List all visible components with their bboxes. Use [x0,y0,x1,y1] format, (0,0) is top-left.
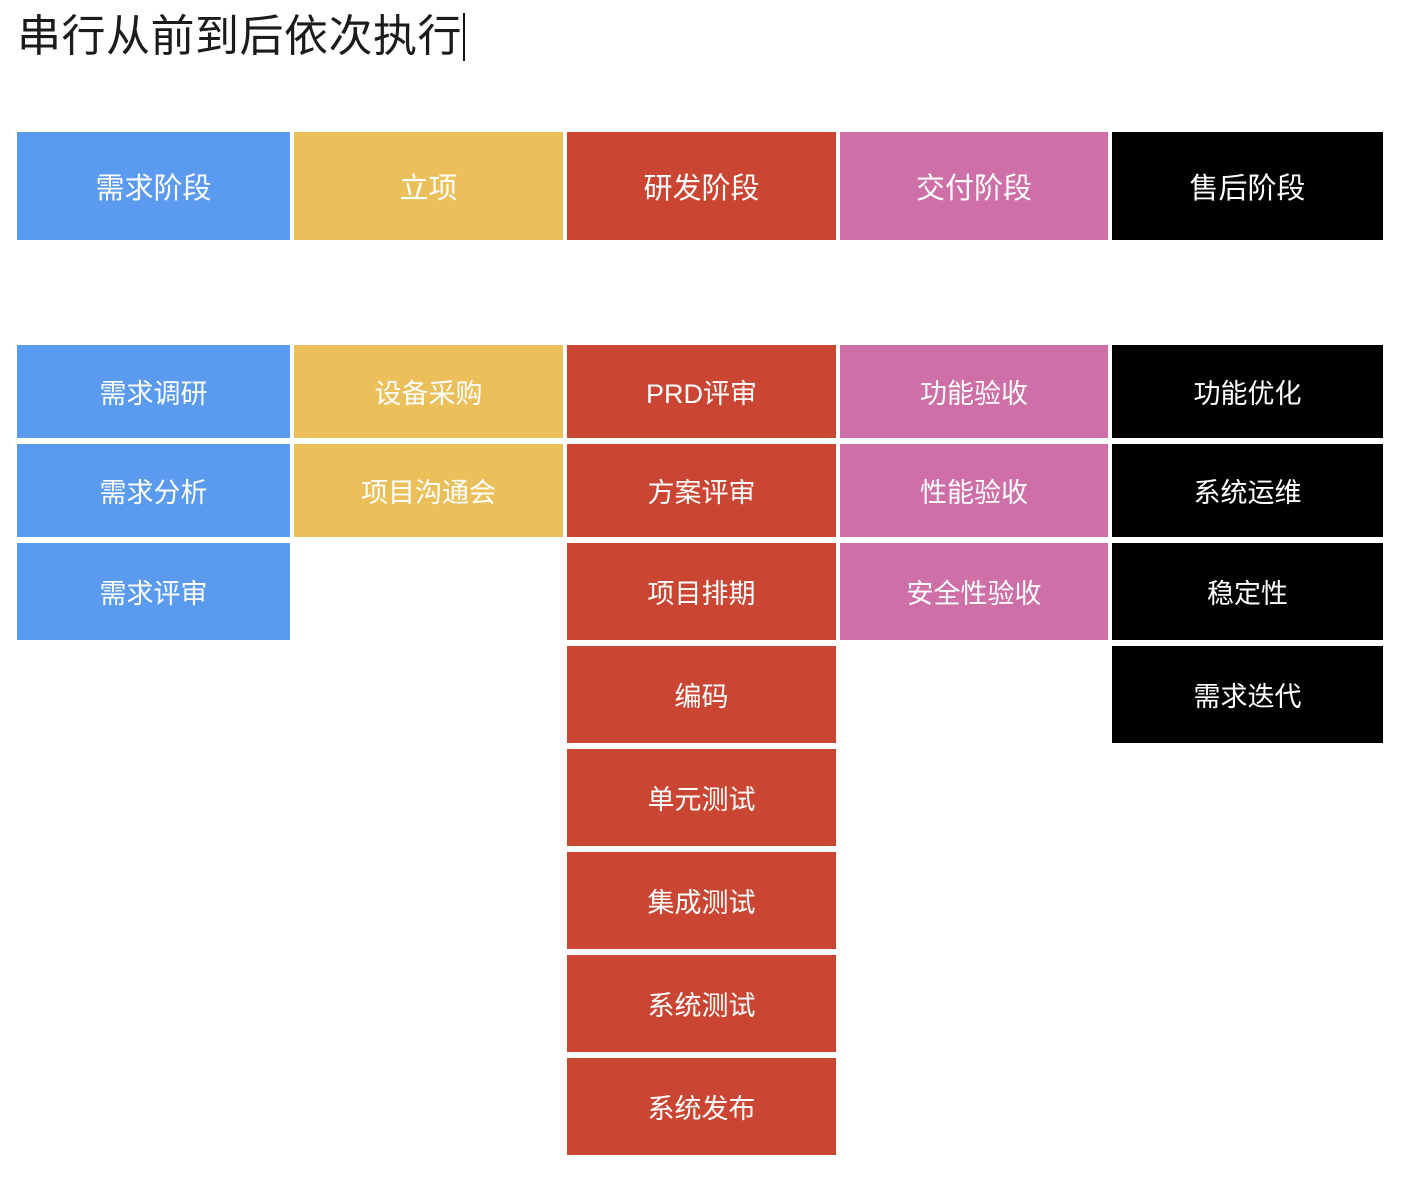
phase-column-development: 研发阶段 PRD评审 方案评审 项目排期 编码 单元测试 集成测试 系统测试 系… [567,132,836,1161]
phase-column-after-sales: 售后阶段 功能优化 系统运维 稳定性 需求迭代 [1112,132,1383,749]
phase-column-requirements: 需求阶段 需求调研 需求分析 需求评审 [17,132,290,646]
phase-header-requirements[interactable]: 需求阶段 [17,132,290,240]
page-title[interactable]: 串行从前到后依次执行 [17,12,462,61]
phase-item[interactable]: 需求迭代 [1112,646,1383,743]
phase-item[interactable]: PRD评审 [567,345,836,438]
phase-column-initiation: 立项 设备采购 项目沟通会 [294,132,563,543]
phase-board: 需求阶段 需求调研 需求分析 需求评审 立项 设备采购 项目沟通会 研发阶段 P… [17,132,1383,1182]
text-cursor-caret [463,13,465,61]
phase-item[interactable]: 稳定性 [1112,543,1383,640]
phase-item[interactable]: 系统测试 [567,955,836,1052]
phase-header-initiation[interactable]: 立项 [294,132,563,240]
phase-header-delivery[interactable]: 交付阶段 [840,132,1108,240]
phase-columns: 需求阶段 需求调研 需求分析 需求评审 立项 设备采购 项目沟通会 研发阶段 P… [17,132,1383,1161]
phase-item[interactable]: 方案评审 [567,444,836,537]
phase-item[interactable]: 项目排期 [567,543,836,640]
page-title-wrap: 串行从前到后依次执行 [17,8,465,66]
phase-item[interactable]: 安全性验收 [840,543,1108,640]
phase-column-delivery: 交付阶段 功能验收 性能验收 安全性验收 [840,132,1108,646]
phase-item[interactable]: 功能验收 [840,345,1108,438]
phase-item[interactable]: 系统运维 [1112,444,1383,537]
phase-item[interactable]: 性能验收 [840,444,1108,537]
phase-item[interactable]: 单元测试 [567,749,836,846]
phase-item[interactable]: 集成测试 [567,852,836,949]
phase-item[interactable]: 需求评审 [17,543,290,640]
phase-item[interactable]: 编码 [567,646,836,743]
phase-item[interactable]: 需求分析 [17,444,290,537]
phase-item[interactable]: 功能优化 [1112,345,1383,438]
phase-header-after-sales[interactable]: 售后阶段 [1112,132,1383,240]
phase-header-development[interactable]: 研发阶段 [567,132,836,240]
phase-item[interactable]: 系统发布 [567,1058,836,1155]
phase-item[interactable]: 需求调研 [17,345,290,438]
phase-item[interactable]: 项目沟通会 [294,444,563,537]
phase-item[interactable]: 设备采购 [294,345,563,438]
